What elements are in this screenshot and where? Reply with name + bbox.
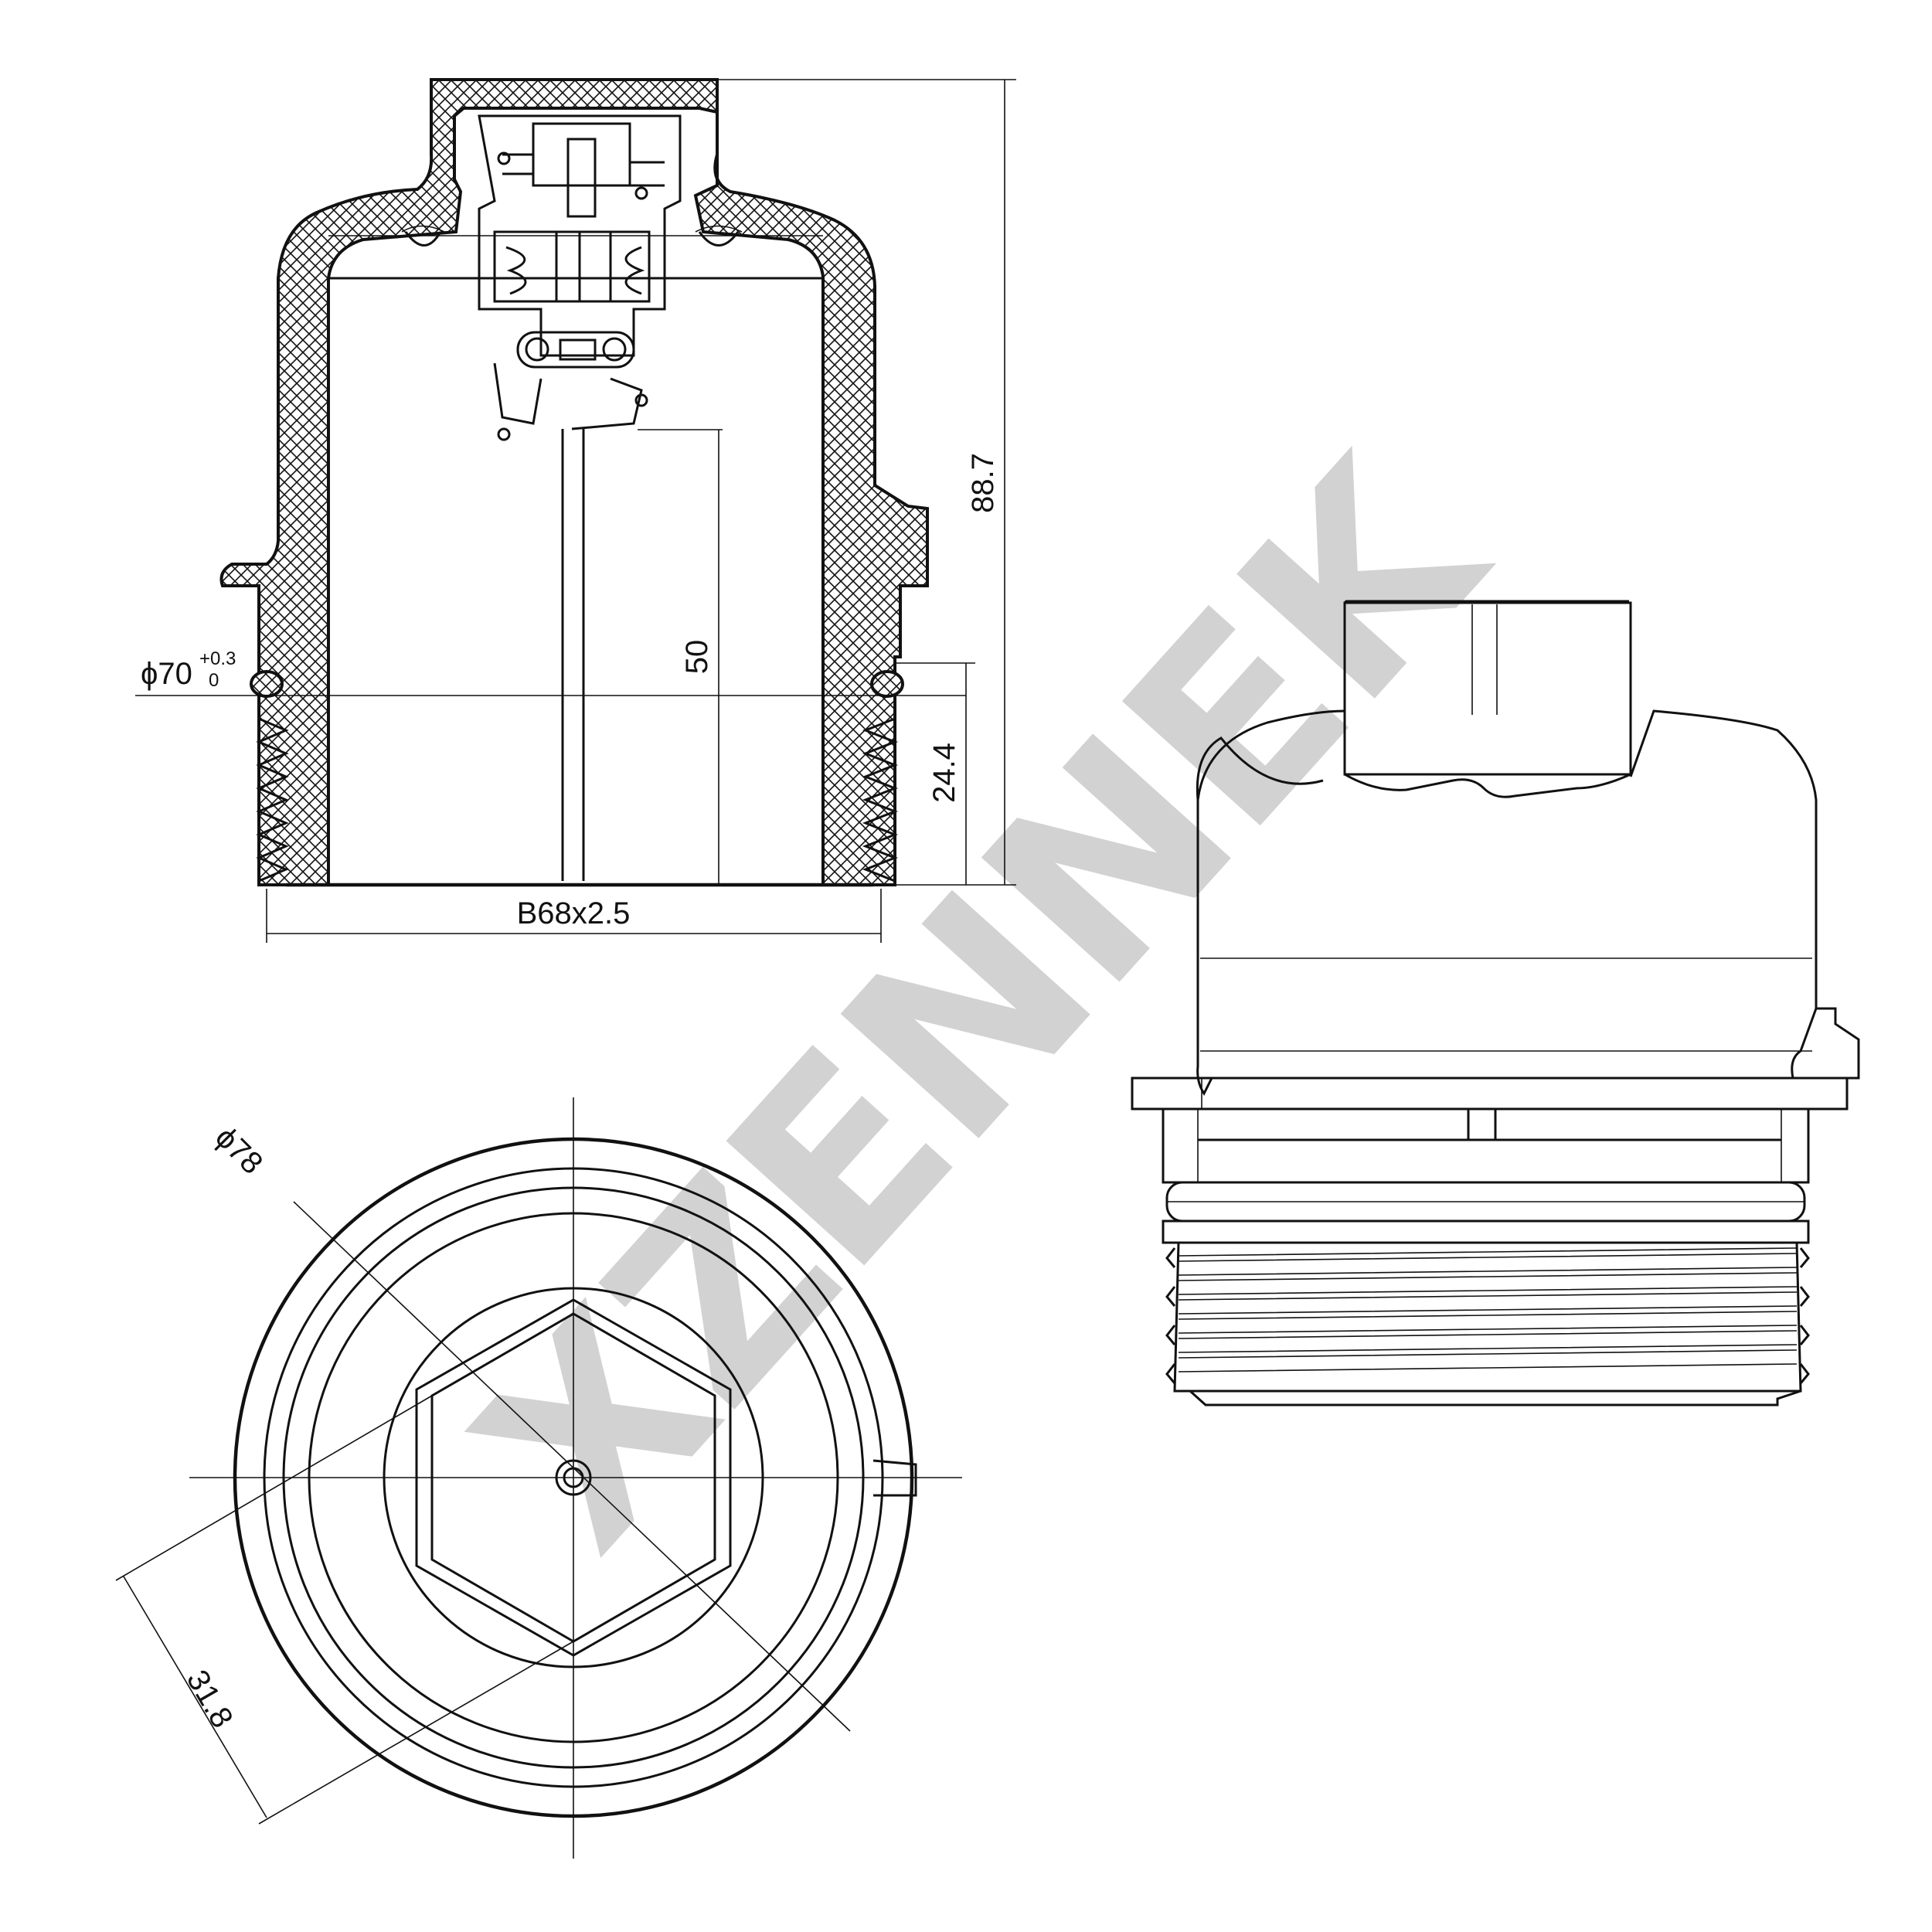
housing-wall-section xyxy=(219,78,929,886)
dim-thread-height: 24.4 xyxy=(927,743,961,803)
dim-overall-height: 88.7 xyxy=(966,453,1000,513)
valve-assembly xyxy=(478,114,682,441)
o-ring-left xyxy=(250,670,284,698)
side-view xyxy=(1131,600,1860,1406)
dim-seal-tol-lower: 0 xyxy=(209,670,219,691)
dim-hex-size: 31.8 xyxy=(180,1665,240,1733)
watermark-text: XZENNEK xyxy=(422,403,1543,1602)
dim-thread-spec: B68x2.5 xyxy=(517,896,631,930)
dim-seal-tol-upper: +0.3 xyxy=(199,648,236,669)
dim-seal-diameter: ϕ70 xyxy=(141,657,192,691)
thread-left xyxy=(256,717,289,883)
section-view: 88.7 50 24.4 B68x2.5 ϕ70 +0.3 0 xyxy=(135,78,1016,943)
side-threads xyxy=(1165,1241,1810,1393)
o-ring-right xyxy=(870,670,904,698)
dim-outer-diameter: ϕ78 xyxy=(209,1121,269,1181)
thread-right xyxy=(862,717,899,883)
dim-inner-depth: 50 xyxy=(680,640,714,675)
